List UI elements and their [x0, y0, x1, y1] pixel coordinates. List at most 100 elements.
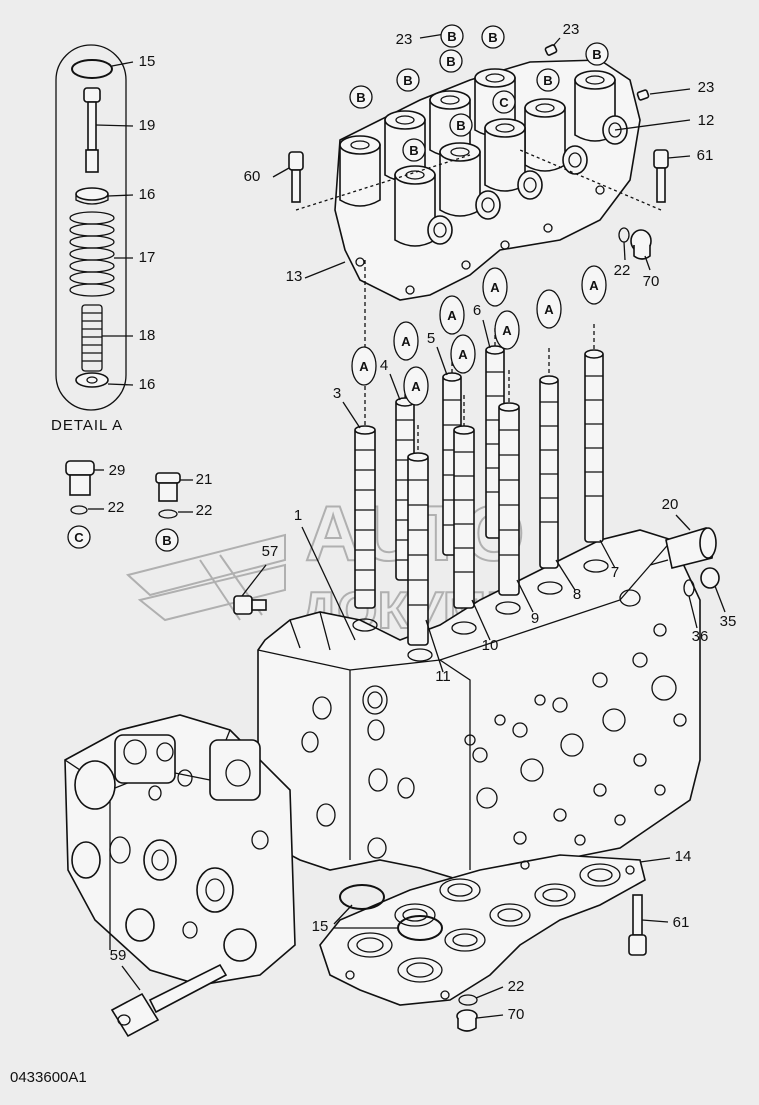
- port-bubble-a: A: [351, 346, 377, 386]
- part-number-label: 60: [244, 168, 261, 185]
- part-number-label: 21: [196, 471, 213, 488]
- port-bubble-b: B: [349, 85, 373, 109]
- port-bubble-a: A: [403, 366, 429, 406]
- port-bubble-b: B: [439, 49, 463, 73]
- part-number-label: 23: [563, 21, 580, 38]
- bubble-letter: B: [356, 90, 365, 105]
- spools: [342, 260, 616, 673]
- port-bubble-a: A: [494, 310, 520, 350]
- relief-valve-20: [649, 514, 717, 569]
- o-ring-15: [71, 59, 113, 79]
- spring-17: [69, 211, 133, 297]
- detail-a-group: [55, 44, 134, 411]
- port-bubble-b: B: [536, 68, 560, 92]
- part-number-label: 1: [294, 507, 302, 524]
- bubble-letter: A: [490, 280, 500, 295]
- port-bubble-b: B: [402, 138, 426, 162]
- bolt-61-top: [519, 149, 691, 211]
- part-number-label: 14: [675, 848, 692, 865]
- part-number-label: 18: [139, 327, 156, 344]
- bubble-letter: A: [458, 347, 468, 362]
- port-bubble-a: A: [439, 295, 465, 335]
- bubble-letter: A: [589, 278, 599, 293]
- part-number-label: 70: [508, 1006, 525, 1023]
- bubble-letter: A: [359, 359, 369, 374]
- port-bubble-b: B: [440, 24, 464, 48]
- part-number-label: 5: [427, 330, 435, 347]
- part-number-label: 59: [110, 947, 127, 964]
- part-number-label: 36: [692, 628, 709, 645]
- part-number-label: 11: [435, 668, 451, 685]
- port-bubble-c: C: [67, 525, 91, 549]
- bubble-letter: C: [499, 95, 509, 110]
- lower-left-section: [64, 714, 296, 986]
- port-bubble-a: A: [536, 289, 562, 329]
- part-number-label: 35: [720, 613, 737, 630]
- bubble-letter: B: [456, 118, 465, 133]
- detail-a-caption: DETAIL A: [51, 417, 123, 434]
- port-bubble-b: B: [585, 42, 609, 66]
- figure-id: 0433600A1: [10, 1069, 87, 1086]
- bubble-letter: A: [502, 323, 512, 338]
- part-number-label: 22: [508, 978, 525, 995]
- part-number-label: 13: [286, 268, 303, 285]
- bubble-letter: B: [543, 73, 552, 88]
- port-bubble-a: A: [581, 265, 607, 305]
- part-number-label: 70: [643, 273, 660, 290]
- part-number-label: 3: [333, 385, 341, 402]
- bubble-letter: B: [162, 533, 171, 548]
- bubble-letter: C: [74, 530, 84, 545]
- upper-cover-13: [334, 59, 641, 301]
- port-bubble-b: B: [449, 113, 473, 137]
- part-number-label: 12: [698, 112, 715, 129]
- port-bubble-a: A: [393, 321, 419, 361]
- part-number-label: 23: [396, 31, 413, 48]
- bubble-letter: B: [592, 47, 601, 62]
- part-number-label: 57: [262, 543, 279, 560]
- bubble-letter: A: [544, 302, 554, 317]
- part-number-label: 16: [139, 186, 156, 203]
- part-number-label: 16: [139, 376, 156, 393]
- bubble-letter: A: [401, 334, 411, 349]
- part-number-label: 15: [312, 918, 329, 935]
- bolt-61-bottom: [628, 894, 669, 956]
- part-number-label: 61: [697, 147, 714, 164]
- plug-29: [65, 460, 104, 515]
- bolt-60: [272, 151, 471, 211]
- part-number-label: 8: [573, 586, 581, 603]
- part-number-label: 23: [698, 79, 715, 96]
- bubble-letter: B: [446, 54, 455, 69]
- bubble-letter: B: [488, 30, 497, 45]
- bubble-letter: A: [411, 379, 421, 394]
- part-number-label: 9: [531, 610, 539, 627]
- detail-a-outline: [55, 44, 127, 411]
- part-number-label: 61: [673, 914, 690, 931]
- part-number-label: 7: [611, 564, 619, 581]
- part-number-label: 17: [139, 249, 156, 266]
- bubble-letter: B: [403, 73, 412, 88]
- main-valve-block: [257, 529, 701, 881]
- part-number-label: 22: [614, 262, 631, 279]
- part-number-label: 22: [196, 502, 213, 519]
- bolt-59: [110, 963, 228, 1038]
- part-number-label: 15: [139, 53, 156, 70]
- part-number-label: 29: [109, 462, 126, 479]
- part-number-label: 19: [139, 117, 156, 134]
- bubble-letter: A: [447, 308, 457, 323]
- port-bubble-a: A: [482, 267, 508, 307]
- port-bubble-c: C: [492, 90, 516, 114]
- part-number-label: 10: [482, 637, 499, 654]
- part-number-label: 22: [108, 499, 125, 516]
- part-number-label: 4: [380, 357, 388, 374]
- bottom-plate-14: [319, 854, 671, 1006]
- bubble-letter: B: [447, 29, 456, 44]
- plug-21: [155, 472, 193, 519]
- spring-18: [81, 304, 133, 372]
- port-bubble-b: B: [396, 68, 420, 92]
- o-ring-15-a: [339, 884, 385, 910]
- port-bubble-a: A: [450, 334, 476, 374]
- bubble-letter: B: [409, 143, 418, 158]
